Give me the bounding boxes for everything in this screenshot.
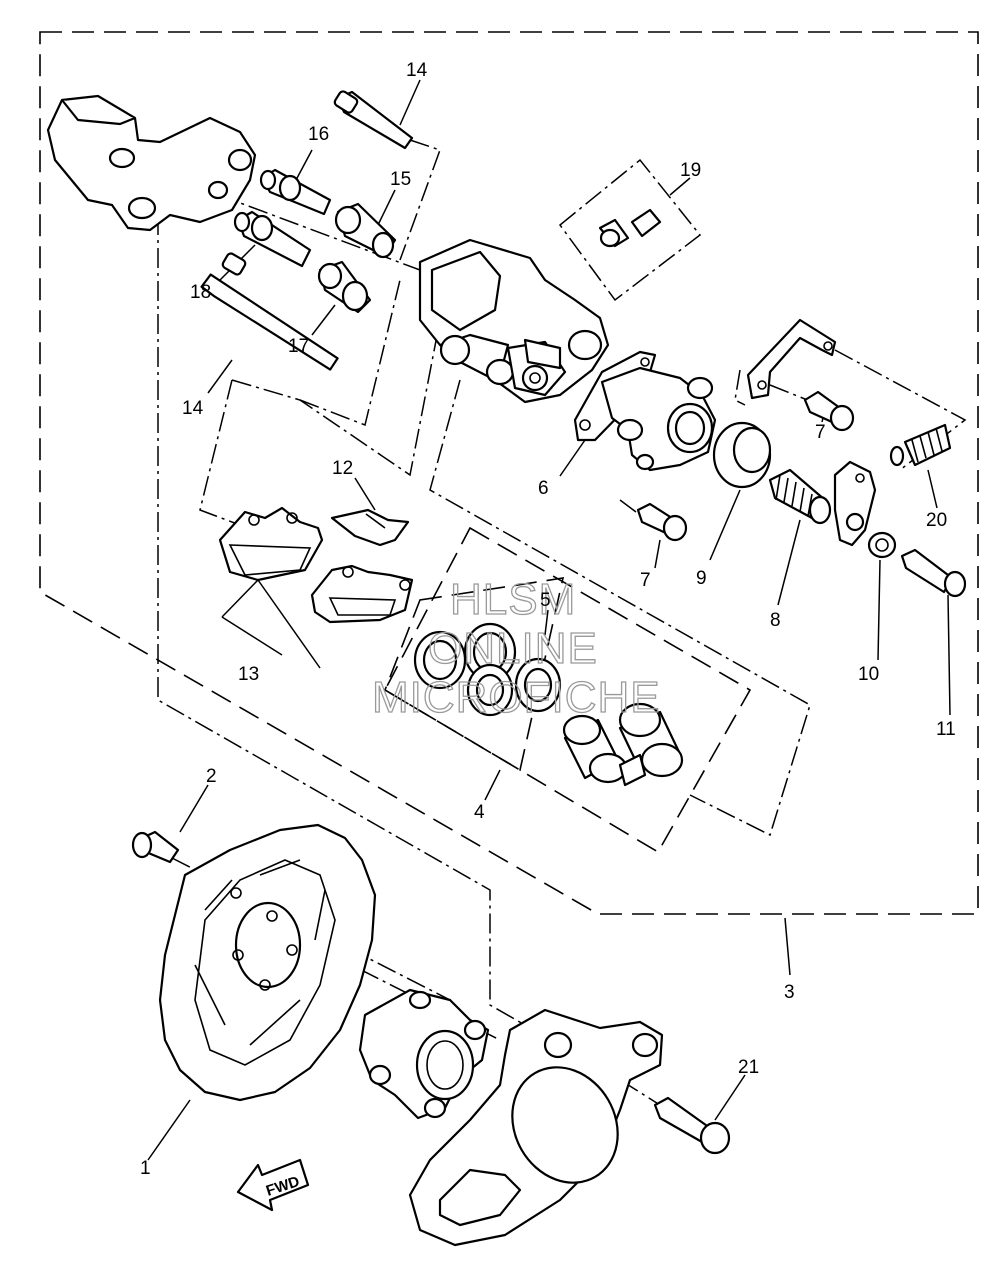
part-label-7-lower: 7 [640,570,651,591]
piston-seal-boundary [384,577,565,772]
caliper-bracket-lower [408,1008,664,1247]
caliper-bracket-upper [46,94,257,232]
part-label-9: 9 [696,568,707,589]
part-label-14-bottom: 14 [182,398,204,419]
forward-arrow-icon: FWD [236,1158,310,1212]
part-label-1: 1 [140,1158,151,1179]
part-label-13: 13 [238,664,259,685]
part-label-15: 15 [390,169,411,190]
part-label-18: 18 [190,282,211,303]
part-label-16: 16 [308,124,329,145]
bolt-21 [653,1096,731,1155]
bolt-7-upper [803,390,855,432]
part-label-17: 17 [288,336,309,357]
guide-pin-14-upper [333,90,414,150]
part-label-3: 3 [784,982,795,1003]
caliper-body [418,238,610,404]
watermark-line-3: MICROFICHE [372,673,661,722]
spring-8 [768,468,832,525]
part-label-6: 6 [538,478,549,499]
bolt-16 [259,168,332,216]
brake-pad-13-a [218,506,324,582]
bolt-7-lower [636,502,688,542]
part-label-11: 11 [936,719,956,740]
bolt-18 [233,210,312,268]
bolt-2 [131,830,180,864]
caliper-assembly-boundary [39,31,979,915]
guide-pin-14-lower [200,252,339,371]
washer-10 [867,531,897,559]
spring-20 [889,423,952,467]
pistons [562,702,684,787]
boot-17 [317,260,372,314]
boot-15 [334,202,397,259]
part-labels: 14 16 15 19 18 17 14 7 12 6 20 7 9 5 8 1… [140,60,956,1179]
piston-seals-5 [413,622,562,717]
part-label-8: 8 [770,610,781,631]
part-label-4: 4 [474,802,485,823]
part-label-7-upper: 7 [815,422,826,443]
watermark: HLSM ONLINE MICROFICHE [371,574,661,722]
part-label-2: 2 [206,766,217,787]
bolt-11 [900,548,967,598]
part-label-14-top: 14 [406,60,428,81]
watermark-line-2: ONLINE [428,624,598,673]
part-label-21: 21 [738,1057,759,1078]
actuator-housing [600,366,717,472]
watermark-line-1: HLSM [450,575,576,624]
bracket-plate [746,318,837,400]
bleeder-19 [598,208,662,248]
part-label-19: 19 [680,160,701,181]
brake-pad-13-b [310,564,414,624]
lever-plate [833,460,877,547]
pad-shim-12 [330,508,410,547]
leader-lines [147,79,951,1161]
part-label-5: 5 [540,590,551,611]
part-label-20: 20 [926,510,947,531]
disc-hub [358,988,490,1120]
seal-9 [712,421,772,489]
brake-disc-1 [158,823,377,1102]
part-label-10: 10 [858,664,879,685]
part-label-12: 12 [332,458,353,479]
